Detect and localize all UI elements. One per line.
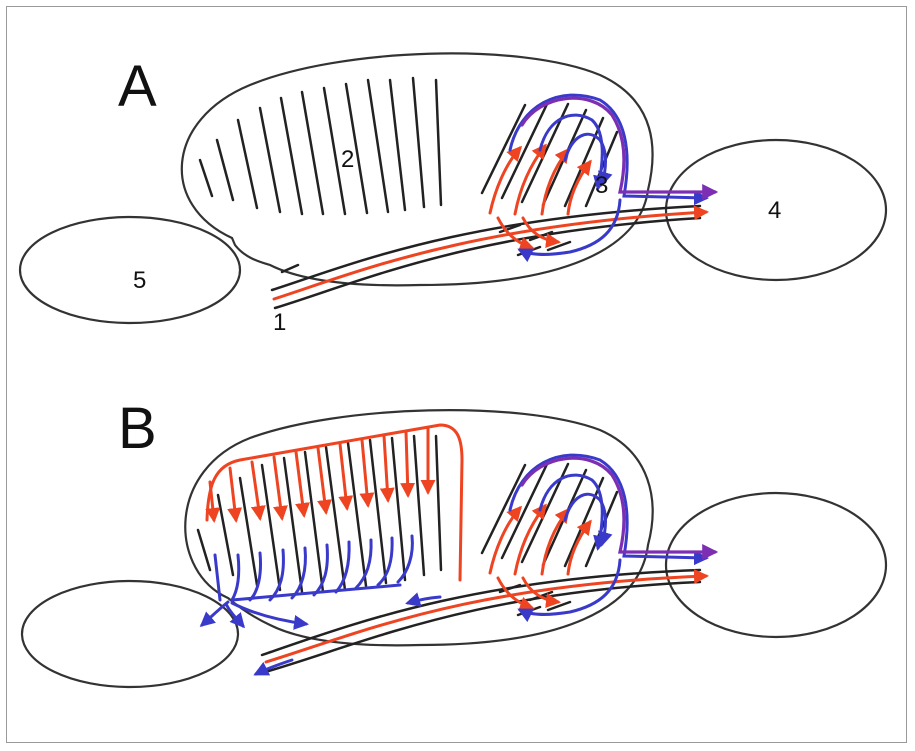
label-2: 2: [341, 146, 354, 173]
label-1: 1: [273, 309, 286, 336]
label-5: 5: [133, 267, 146, 294]
panel-b-tract-blue-back: [256, 660, 292, 674]
panel-a-structure-5: [20, 217, 240, 323]
panel-b-left-ellipse: [22, 581, 238, 687]
panel-a: A: [20, 53, 886, 336]
panel-b-right-ellipse: [666, 493, 886, 637]
panel-b: B: [22, 396, 886, 687]
label-4: 4: [768, 197, 781, 224]
label-3: 3: [595, 172, 608, 199]
panel-a-label: A: [118, 54, 157, 119]
panel-b-label: B: [118, 396, 157, 461]
